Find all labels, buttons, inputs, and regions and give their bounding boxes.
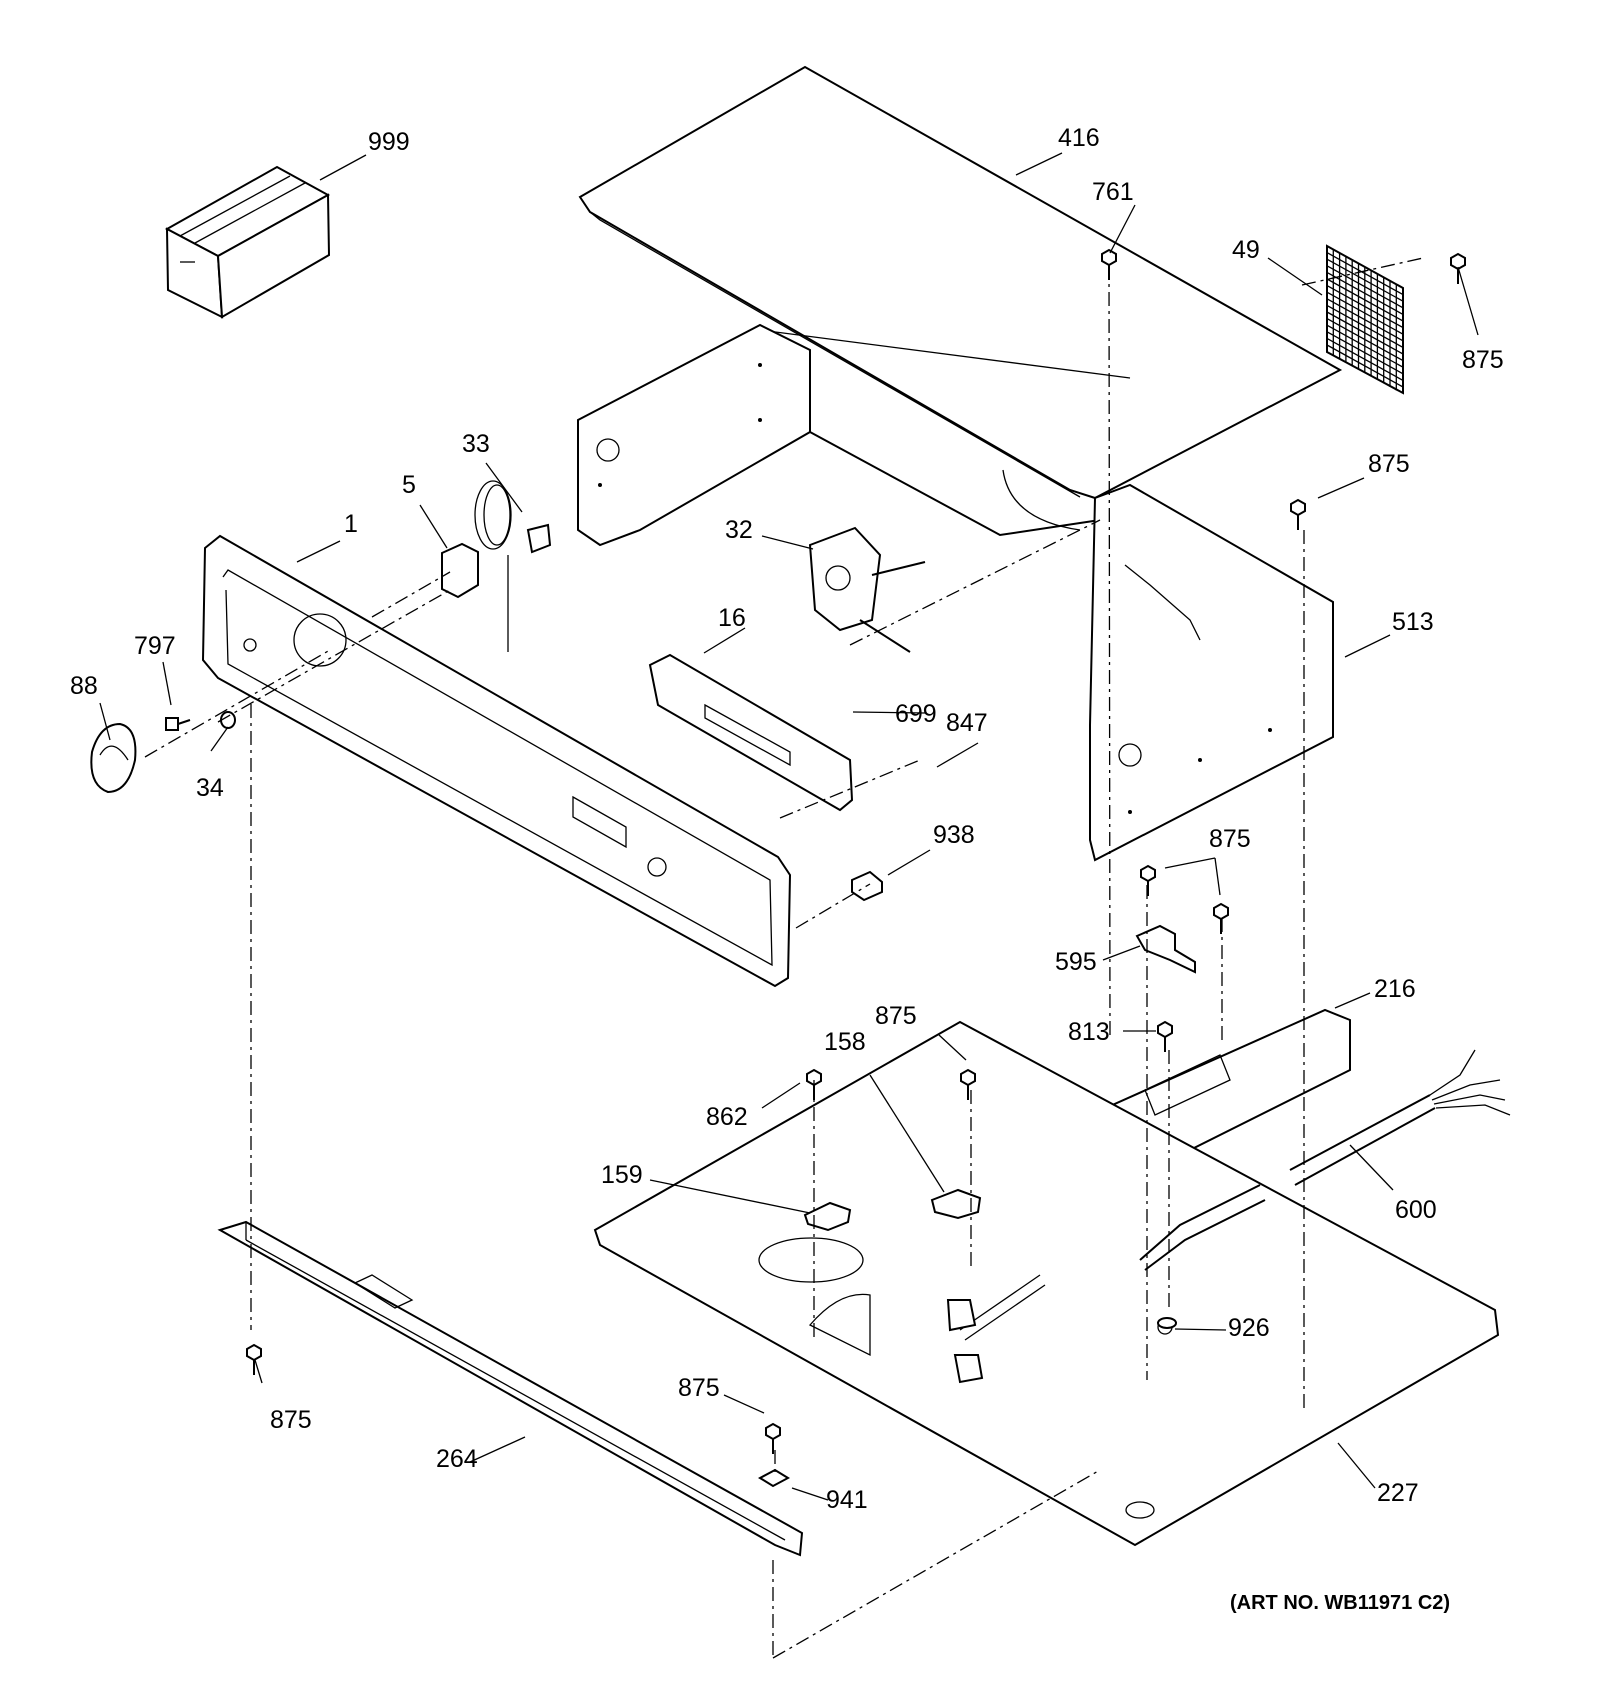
callout-34-label: 34 [196, 774, 224, 802]
grille-wire [1326, 331, 1404, 375]
grille-wire [1326, 337, 1404, 381]
part-999-box [164, 165, 331, 319]
callout-926-label: 926 [1228, 1314, 1270, 1342]
part-797-screw [165, 717, 191, 731]
part-34-spacer [220, 711, 236, 729]
callout-264-label: 264 [436, 1445, 478, 1473]
grille-wire [1326, 265, 1404, 309]
screw [1140, 864, 1156, 896]
part-264-bottom-trim [217, 1220, 804, 1557]
screw [960, 1068, 976, 1100]
screw [1213, 902, 1229, 934]
part-158-thermal-switch [930, 1188, 982, 1220]
callout-16-label: 16 [718, 604, 746, 632]
callout-595-label: 595 [1055, 948, 1097, 976]
grille-wire [1326, 298, 1404, 342]
part-595-bracket [1135, 924, 1196, 974]
screw [1450, 252, 1466, 284]
part-227-bottom-panel [593, 1020, 1500, 1547]
callout-600-label: 600 [1395, 1196, 1437, 1224]
callout-216-label: 216 [1374, 975, 1416, 1003]
grille-wire [1326, 318, 1404, 362]
callout-938-label: 938 [933, 821, 975, 849]
callout-32-label: 32 [725, 516, 753, 544]
leader-lines [99, 152, 1479, 1501]
callout-875-label: 875 [270, 1406, 312, 1434]
callout-862-label: 862 [706, 1103, 748, 1131]
callout-875-label: 875 [875, 1002, 917, 1030]
callout-227-label: 227 [1377, 1479, 1419, 1507]
callout-513-label: 513 [1392, 608, 1434, 636]
screw [1157, 1020, 1173, 1052]
callout-875-label: 875 [1368, 450, 1410, 478]
art-number: (ART NO. WB11971 C2) [1230, 1592, 1450, 1614]
callout-1-label: 1 [344, 510, 358, 538]
callout-875-label: 875 [1462, 346, 1504, 374]
grille-wire [1326, 258, 1404, 302]
callout-158-label: 158 [824, 1028, 866, 1056]
callout-5-label: 5 [402, 471, 416, 499]
grille-wire [1326, 285, 1404, 329]
grille-wire [1326, 252, 1404, 296]
grille-wire [1326, 311, 1404, 355]
part-49-grille [1326, 244, 1404, 395]
callout-49-label: 49 [1232, 236, 1260, 264]
part-33-probe-sensor [474, 480, 552, 554]
part-926-grommet [1157, 1317, 1177, 1329]
grille-wire [1326, 291, 1404, 335]
grille-wire [1326, 278, 1404, 322]
callout-941-label: 941 [826, 1486, 868, 1514]
callout-416-label: 416 [1058, 124, 1100, 152]
oven-back-box [577, 323, 1334, 862]
screw-fasteners [246, 248, 1466, 1454]
part-5-thermostat [441, 542, 509, 652]
part-159-thermal-switch [803, 1201, 852, 1232]
part-16-control-board [648, 653, 854, 812]
grille-wire [1326, 324, 1404, 368]
callout-699-label: 699 [895, 700, 937, 728]
callout-999-label: 999 [368, 128, 410, 156]
callout-33-label: 33 [462, 430, 490, 458]
screw [1290, 498, 1306, 530]
callout-875-label: 875 [1209, 825, 1251, 853]
callout-761-label: 761 [1092, 178, 1134, 206]
part-88-knob [90, 722, 137, 794]
screw [246, 1343, 262, 1375]
part-32-fan-motor [808, 526, 926, 653]
callout-813-label: 813 [1068, 1018, 1110, 1046]
callout-159-label: 159 [601, 1161, 643, 1189]
callout-88-label: 88 [70, 672, 98, 700]
part-941-clip [757, 1468, 791, 1488]
callout-797-label: 797 [134, 632, 176, 660]
callout-875-label: 875 [678, 1374, 720, 1402]
callout-847-label: 847 [946, 709, 988, 737]
grille-wire [1326, 271, 1404, 315]
grille-wire [1326, 304, 1404, 348]
screw [765, 1422, 781, 1454]
grille-wire [1326, 344, 1404, 388]
part-600-wire-harness [946, 1049, 1511, 1384]
part-1-control-panel [201, 534, 792, 988]
alignment-lines [144, 257, 1424, 1659]
